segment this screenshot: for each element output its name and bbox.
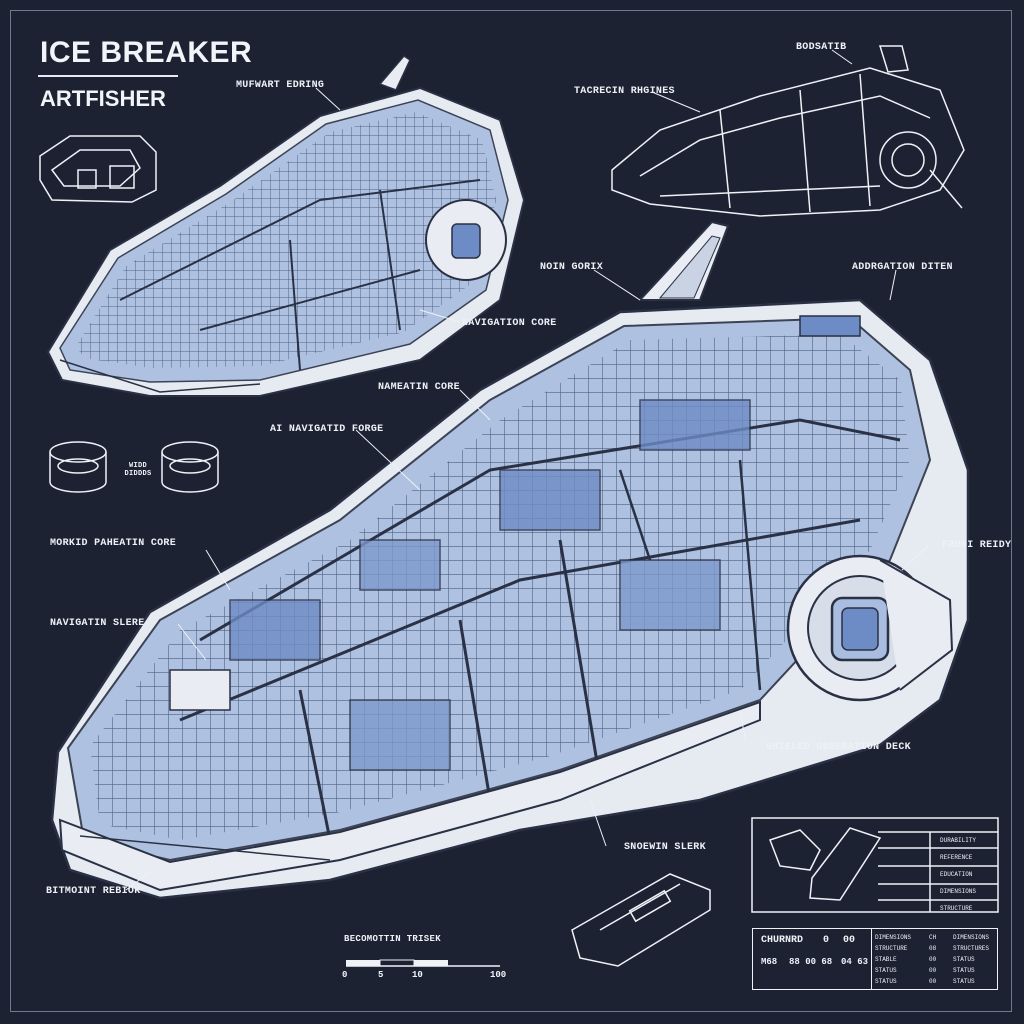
scale-tick-100: 100 [490, 970, 507, 980]
label-mored: MORKID PAHEATIN CORE [50, 538, 177, 549]
detail-sketch-top-left [39, 135, 157, 203]
label-nav-core-mid: NAMEATIN CORE [378, 382, 460, 393]
scale-title: BECOMOTTIN TRISEK [344, 934, 441, 944]
spec-left-r2c2: 88 00 68 [789, 957, 833, 967]
spec-table-top: DURABILITY REFERENCE EDUCATION DIMENSION… [940, 832, 996, 917]
label-fruni: FRUNI REIDY [942, 540, 1012, 551]
spec-cell: 00 [929, 967, 937, 974]
leader-lines [125, 49, 929, 891]
spec-cell: DIMENSIONS [875, 934, 912, 941]
spec-row: DIMENSIONS [940, 888, 977, 895]
spec-cell: CH [929, 934, 937, 941]
label-nav-slere: NAVIGATIN SLERE [50, 618, 145, 629]
spec-cell: STATUS [953, 956, 975, 963]
label-engine-top-left: MUFWART EDRING [236, 80, 325, 91]
spec-row: REFERENCE [940, 854, 973, 861]
spec-cell: 08 [929, 945, 937, 952]
scale-bar [346, 959, 500, 967]
blueprint-frame [10, 10, 1012, 1012]
detail-sketch-bottom-right [751, 817, 999, 913]
label-shielded: SHIELED OBSERATION DECK [766, 742, 911, 753]
label-noin: NOIN GORIX [540, 262, 604, 273]
main-ship [50, 220, 970, 900]
spec-cell: STRUCTURE [875, 945, 908, 952]
spec-col-1: DIMENSIONS STRUCTURE STABLE STATUS STATU… [875, 932, 911, 987]
spec-left-r1c2: 0 [823, 935, 830, 946]
label-nav-core-small: NAVIGATION CORE [462, 318, 557, 329]
ship-view-top-left [46, 55, 526, 397]
spec-divider [871, 929, 872, 989]
label-bottom-left: BITMOINT REBIOK [46, 886, 141, 897]
spec-left-r1c3: 00 [843, 935, 856, 946]
blueprint-title: ICE BREAKER [40, 36, 253, 69]
spec-cell: STATUS [875, 978, 897, 985]
capsule-sketch [571, 873, 711, 967]
spec-cell: STABLE [875, 956, 897, 963]
label-ai-nav: AI NAVIGATID FORGE [270, 424, 384, 435]
scale-tick-0: 0 [342, 970, 348, 980]
spec-cell: STRUCTURES [953, 945, 990, 952]
scale-tick-5: 5 [378, 970, 384, 980]
label-observation-top: ADDRGATION DITEN [852, 262, 953, 273]
coupling-parts [49, 441, 219, 493]
label-top-right-ship: BODSATIB [796, 42, 847, 53]
label-snowbin: SNOEWIN SLERK [624, 842, 706, 853]
spec-row: STRUCTURE [940, 905, 973, 912]
spec-row: EDUCATION [940, 871, 973, 878]
label-top-right-sub: TACRECIN RHGINES [574, 86, 675, 97]
spec-left-r1c1: CHURNRD [761, 935, 804, 946]
spec-left-r2c3: 04 63 [841, 957, 869, 967]
ship-view-top-right [611, 45, 965, 217]
blueprint-subtitle: ARTFISHER [40, 86, 166, 111]
spec-table-bottom: CHURNRD 0 00 M68 88 00 68 04 63 DIMENSIO… [752, 928, 998, 990]
spec-cell: STATUS [953, 978, 975, 985]
spec-cell: STATUS [953, 967, 975, 974]
spec-cell: STATUS [875, 967, 897, 974]
title-rule [38, 75, 178, 77]
spec-col-3: DIMENSIONS STRUCTURES STATUS STATUS STAT… [953, 932, 989, 987]
spec-col-2: CH 08 00 00 00 [929, 932, 936, 987]
label-tiny-unit: WIDD DIDDDS [124, 462, 152, 478]
scale-tick-10: 10 [412, 970, 423, 980]
spec-row: DURABILITY [940, 837, 977, 844]
spec-cell: 00 [929, 978, 937, 985]
spec-left-r2c1: M68 [761, 957, 778, 967]
spec-cell: 00 [929, 956, 937, 963]
spec-cell: DIMENSIONS [953, 934, 990, 941]
